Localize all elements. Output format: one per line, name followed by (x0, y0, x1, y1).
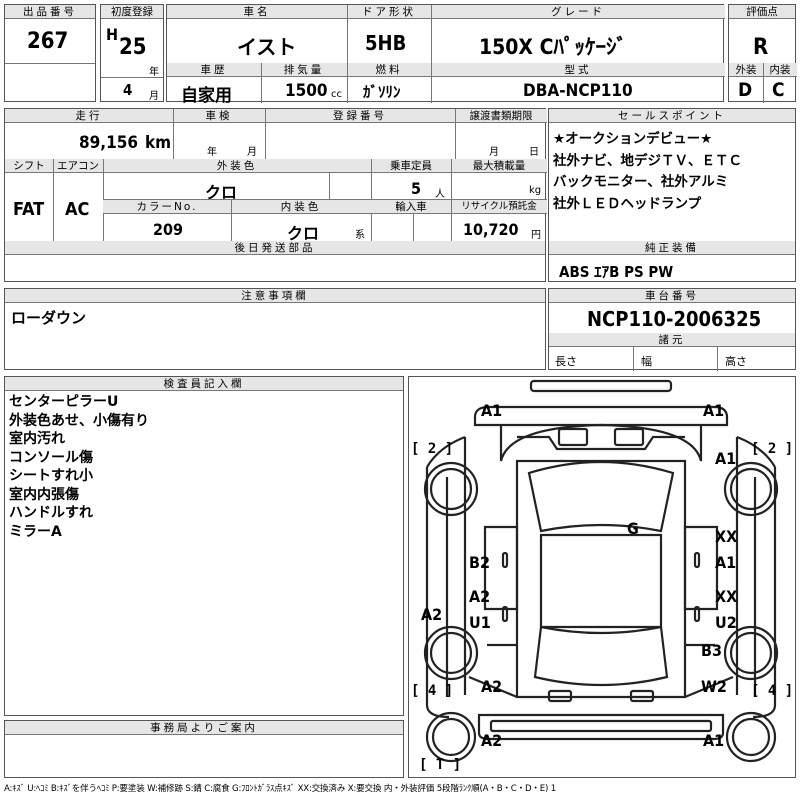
sales-point-box: セールスポイント ★オークションデビュー★ 社外ナビ、地デジＴＶ、ＥＴＣ バック… (548, 108, 796, 282)
shift: FAT (13, 199, 45, 220)
damage-mark-left-front-door: B2 (469, 553, 490, 572)
exterior-grade: D (738, 79, 753, 101)
car-history: 自家用 (181, 86, 232, 106)
details-box: 走行 車検 登録番号 譲渡書類期限 89,156 km 年 月 月 日 シフト … (4, 108, 547, 282)
door-type: 5HB (365, 31, 407, 55)
bracket-trunk: [ T ] (419, 757, 462, 773)
damage-mark-left-center-1: A2 (469, 587, 491, 606)
fuel: ｶﾞｿﾘﾝ (363, 83, 401, 101)
damage-diagram: A1 A1 A1 G XX A1 B2 A2 U1 XX U2 A2 B3 A2… (408, 376, 796, 778)
notes-box: 注意事項欄 ローダウン (4, 288, 546, 370)
bracket-left-front: [ 2 ] (411, 441, 454, 457)
first-registration-month: 4 (123, 81, 133, 99)
score: R (753, 35, 769, 60)
mileage: 89,156 (79, 133, 139, 153)
bracket-left-rear: [ 4 ] (411, 683, 454, 699)
exterior-color: クロ (205, 183, 238, 202)
standard-equipment: ABS ｴｱB PS PW (559, 263, 674, 281)
grade: 150X Cﾊﾟｯｹｰｼﾞ (479, 35, 627, 59)
displacement: 1500 (285, 81, 328, 101)
inspector-lines: センターピラーU 外装色あせ、小傷有り 室内汚れ コンソール傷 シートすれ小 室… (9, 394, 149, 540)
first-registration-label: 初度登録 (101, 5, 163, 19)
damage-mark-rear-right: W2 (701, 677, 727, 696)
bracket-right-rear: [ 4 ] (751, 683, 794, 699)
chassis-number: NCP110-2006325 (587, 307, 762, 331)
notes-text: ローダウン (11, 309, 87, 327)
score-box: 評価点 R 外装 内装 D C (728, 4, 797, 103)
damage-mark-left-side: A2 (421, 605, 443, 624)
air-conditioner: AC (65, 199, 90, 220)
era: H (106, 25, 119, 44)
first-registration-box: 初度登録 H 25 年 4 月 (100, 4, 164, 102)
damage-mark-right-rear-door-1: XX (715, 587, 738, 606)
lot-number-box: 出品番号 267 (4, 4, 96, 102)
chassis-box: 車台番号 NCP110-2006325 諸元 長さ 幅 高さ (548, 288, 796, 371)
inspector-box: 検査員記入欄 センターピラーU 外装色あせ、小傷有り 室内汚れ コンソール傷 シ… (4, 376, 404, 716)
interior-grade: C (772, 79, 785, 101)
lot-number-label: 出品番号 (5, 5, 95, 19)
car-name: イスト (237, 35, 297, 59)
legend: A:ｷｽﾞ U:ﾍｺﾐ B:ｷｽﾞを伴うﾍｺﾐ P:要塗装 W:補修跡 S:錆 … (4, 784, 556, 794)
damage-mark-right-rear-door-2: U2 (715, 613, 737, 632)
lot-number: 267 (27, 29, 69, 54)
recycle-fee: 10,720 (463, 220, 519, 239)
color-number: 209 (153, 220, 184, 239)
office-box: 事務局よりご案内 (4, 720, 404, 778)
main-spec-box: 車名 ドア形状 グレード イスト 5HB 150X Cﾊﾟｯｹｰｼﾞ 車歴 排気… (166, 4, 725, 106)
damage-mark-right-front-door-2: A1 (715, 553, 737, 572)
sales-point-lines: ★オークションデビュー★ 社外ナビ、地デジＴＶ、ＥＴＣ バックモニター、社外アル… (553, 131, 742, 212)
bracket-right-front: [ 2 ] (751, 441, 794, 457)
interior-color: クロ (287, 224, 320, 243)
damage-mark-front-right: A1 (703, 401, 725, 420)
damage-mark-front-left: A1 (481, 401, 503, 420)
damage-mark-right-rear-fender: B3 (701, 641, 722, 660)
damage-mark-rear-bumper-right: A1 (703, 731, 725, 750)
damage-mark-windshield: G (627, 519, 639, 538)
damage-mark-rear-bumper-left: A2 (481, 731, 503, 750)
damage-mark-rear-left: A2 (481, 677, 503, 696)
capacity: 5 (411, 179, 422, 198)
damage-mark-left-center-2: U1 (469, 613, 491, 632)
damage-mark-right-front-door-1: XX (715, 527, 738, 546)
car-outline-diagram (423, 379, 779, 763)
damage-mark-right-fender: A1 (715, 449, 737, 468)
model-code: DBA-NCP110 (523, 81, 633, 101)
first-registration-year: 25 (119, 35, 147, 60)
